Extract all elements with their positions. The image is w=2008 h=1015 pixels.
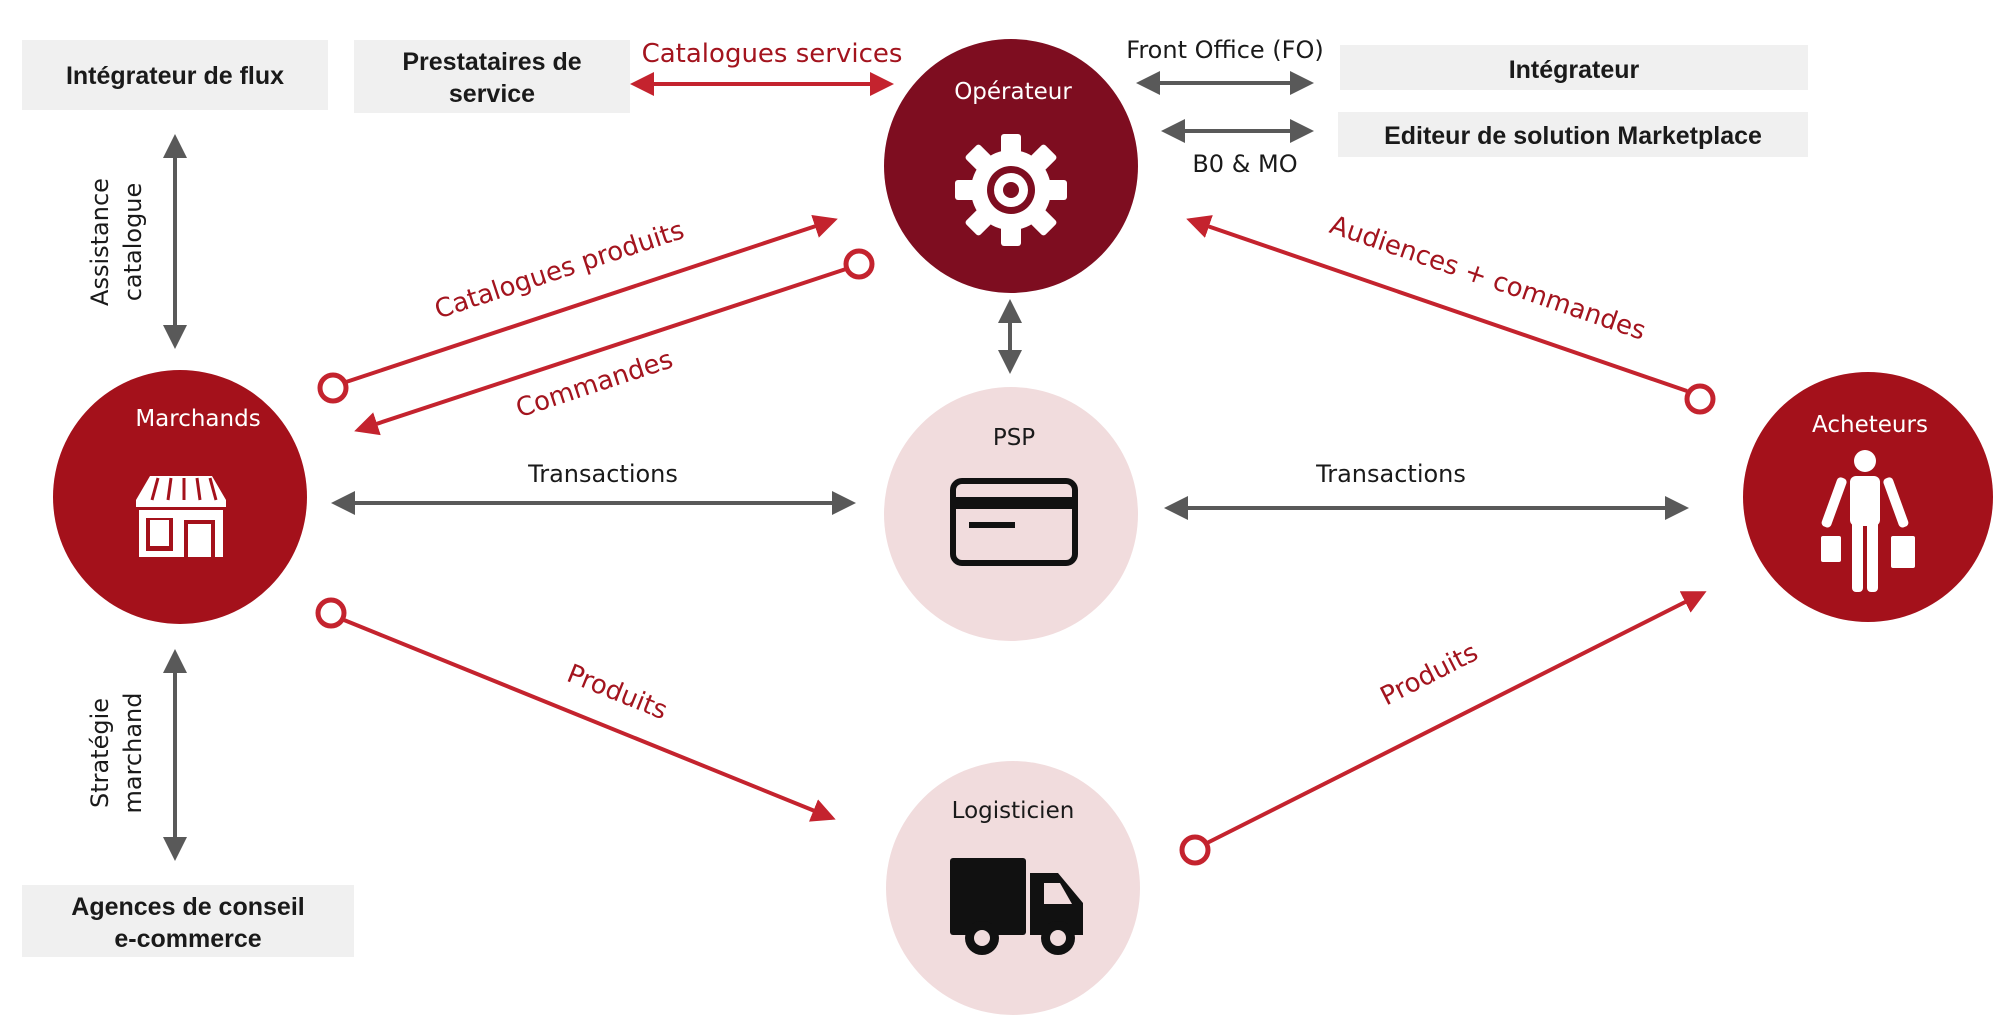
flow-origin-audiences-commandes xyxy=(1684,383,1716,415)
credit-card-icon xyxy=(950,478,1078,566)
node-acheteurs-label: Acheteurs xyxy=(1812,412,1928,438)
node-acheteurs: Acheteurs xyxy=(1743,372,1993,622)
delivery-truck-icon xyxy=(950,858,1083,955)
label-transactions-right: Transactions xyxy=(1315,460,1466,488)
label-bo-mo: B0 & MO xyxy=(1192,150,1297,178)
box-editeur-marketplace: Editeur de solution Marketplace xyxy=(1338,112,1808,157)
node-psp: PSP xyxy=(884,387,1138,641)
label-audiences-commandes: Audiences + commandes xyxy=(1326,210,1650,346)
node-logisticien: Logisticien xyxy=(886,761,1140,1015)
box-integrateur-de-flux-label: Intégrateur de flux xyxy=(66,62,284,90)
label-catalogues-produits: Catalogues produits xyxy=(431,215,688,325)
label-produits-right: Produits xyxy=(1376,638,1483,712)
label-transactions-left: Transactions xyxy=(527,460,678,488)
arrow-commandes xyxy=(354,267,847,436)
label-assistance-line2: catalogue xyxy=(119,183,147,302)
arrow-produits-left xyxy=(343,618,836,822)
box-agences-label-line2: e-commerce xyxy=(114,925,261,953)
box-integrateur-label: Intégrateur xyxy=(1509,56,1640,84)
label-strategie-line2: marchand xyxy=(119,693,147,814)
node-operateur-label: Opérateur xyxy=(954,79,1072,105)
flow-origin-produits-right xyxy=(1179,834,1211,866)
label-strategie-line1: Stratégie xyxy=(86,698,114,808)
node-psp-label: PSP xyxy=(993,425,1035,451)
box-editeur-label: Editeur de solution Marketplace xyxy=(1384,122,1762,150)
storefront-icon xyxy=(136,476,226,557)
flow-origin-produits-left xyxy=(315,597,347,629)
flow-origin-catalogues-produits xyxy=(317,372,349,404)
node-marchands-label: Marchands xyxy=(135,406,260,432)
box-prestataires-de-service: Prestataires de service xyxy=(354,40,630,113)
label-assistance-line1: Assistance xyxy=(86,178,114,306)
box-integrateur: Intégrateur xyxy=(1340,45,1808,90)
gear-icon xyxy=(955,134,1067,246)
arrow-produits-right xyxy=(1206,591,1707,845)
box-agences-label-line1: Agences de conseil xyxy=(71,893,304,921)
label-front-office: Front Office (FO) xyxy=(1126,36,1323,64)
node-marchands: Marchands xyxy=(53,370,307,624)
label-catalogues-services: Catalogues services xyxy=(642,39,903,69)
shopper-with-bags-icon xyxy=(1821,450,1915,592)
arrow-audiences-commandes xyxy=(1186,215,1688,393)
arrow-catalogues-produits xyxy=(345,214,838,384)
box-prestataires-label-line2: service xyxy=(449,80,535,108)
node-operateur: Opérateur xyxy=(884,39,1138,293)
node-logisticien-label: Logisticien xyxy=(952,798,1075,824)
box-integrateur-de-flux: Intégrateur de flux xyxy=(22,40,328,110)
flow-origin-commandes xyxy=(843,248,875,280)
box-prestataires-label-line1: Prestataires de xyxy=(402,48,581,76)
box-agences-de-conseil: Agences de conseil e-commerce xyxy=(22,885,354,957)
label-commandes: Commandes xyxy=(512,345,676,424)
